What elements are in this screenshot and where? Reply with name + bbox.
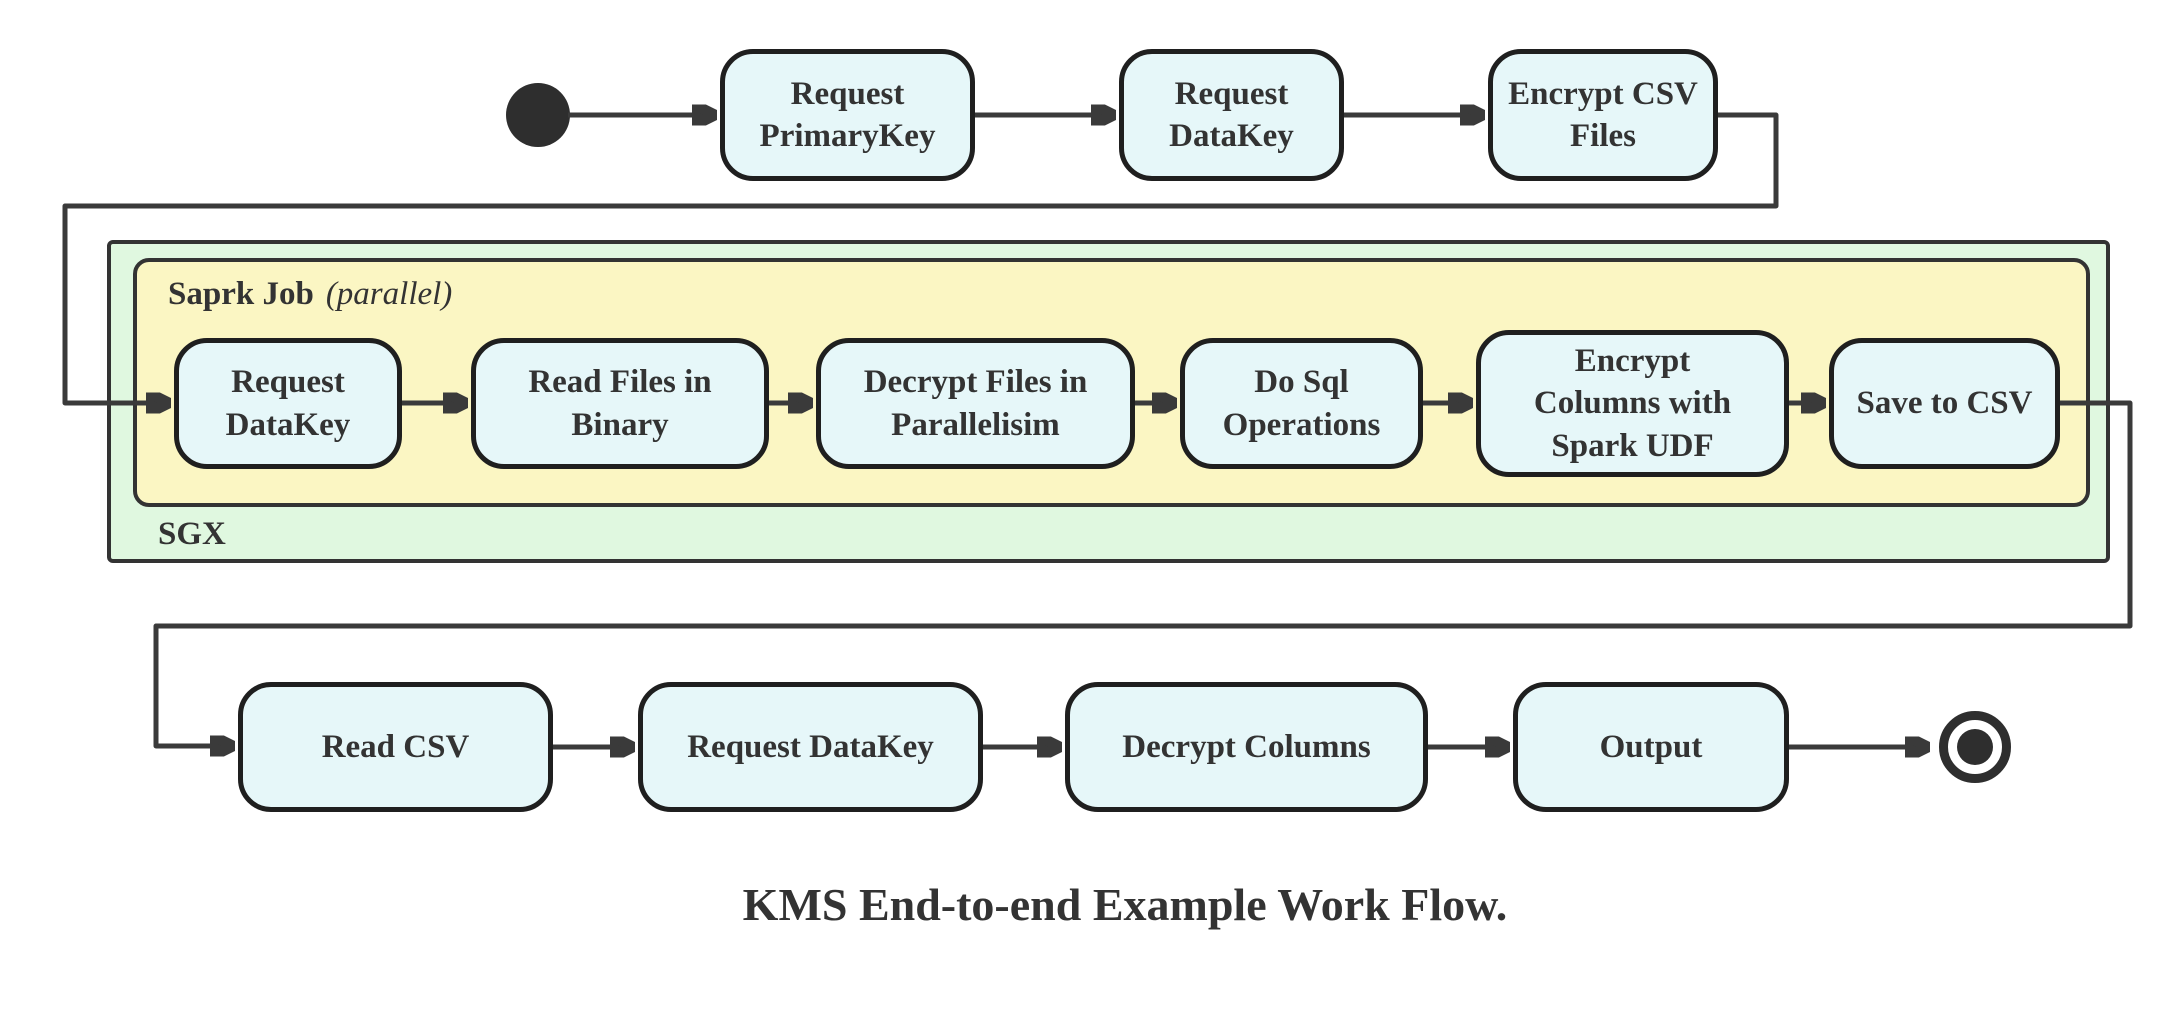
state-label: Request DataKey: [687, 728, 934, 765]
state-label: Request DataKey: [225, 364, 351, 443]
state-label: Encrypt CSV Files: [1508, 75, 1698, 154]
spark-job-parallel-annotation: (parallel): [325, 276, 453, 312]
state-label: Decrypt Columns: [1122, 728, 1371, 765]
state-decrypt-columns: Decrypt Columns: [1065, 682, 1428, 812]
start-state-icon: [506, 83, 570, 147]
state-label: Read Files in Binary: [528, 364, 712, 443]
state-label: Decrypt Files in Parallelisim: [863, 364, 1088, 443]
state-read-csv: Read CSV: [238, 682, 553, 812]
sgx-label: SGX: [158, 516, 226, 553]
end-state-icon: [1939, 711, 2011, 783]
state-encrypt-csv-files: Encrypt CSV Files: [1488, 49, 1718, 181]
state-request-datakey-bottom: Request DataKey: [638, 682, 983, 812]
state-label: Do Sql Operations: [1222, 364, 1381, 443]
spark-job-label-text: Saprk Job: [168, 276, 314, 312]
state-request-datakey-spark: Request DataKey: [174, 338, 402, 469]
state-read-files-in-binary: Read Files in Binary: [471, 338, 769, 469]
diagram-caption: KMS End-to-end Example Work Flow.: [325, 878, 1925, 931]
diagram-caption-text: KMS End-to-end Example Work Flow.: [742, 879, 1508, 930]
state-do-sql-operations: Do Sql Operations: [1180, 338, 1423, 469]
state-output: Output: [1513, 682, 1789, 812]
state-request-datakey-top: Request DataKey: [1119, 49, 1344, 181]
state-label: Encrypt Columns with Spark UDF: [1533, 343, 1732, 464]
state-label: Request DataKey: [1169, 75, 1294, 154]
state-label: Output: [1599, 728, 1703, 765]
state-label: Request PrimaryKey: [759, 75, 936, 154]
state-save-to-csv: Save to CSV: [1829, 338, 2060, 469]
state-label: Save to CSV: [1856, 385, 2033, 422]
state-label: Read CSV: [321, 728, 470, 765]
state-decrypt-files-in-parallelisim: Decrypt Files in Parallelisim: [816, 338, 1135, 469]
state-encrypt-columns-with-spark-udf: Encrypt Columns with Spark UDF: [1476, 330, 1789, 477]
state-request-primarykey: Request PrimaryKey: [720, 49, 975, 181]
end-state-dot: [1957, 729, 1993, 765]
sgx-label-text: SGX: [158, 516, 226, 552]
spark-job-label: Saprk Job (parallel): [168, 276, 452, 313]
